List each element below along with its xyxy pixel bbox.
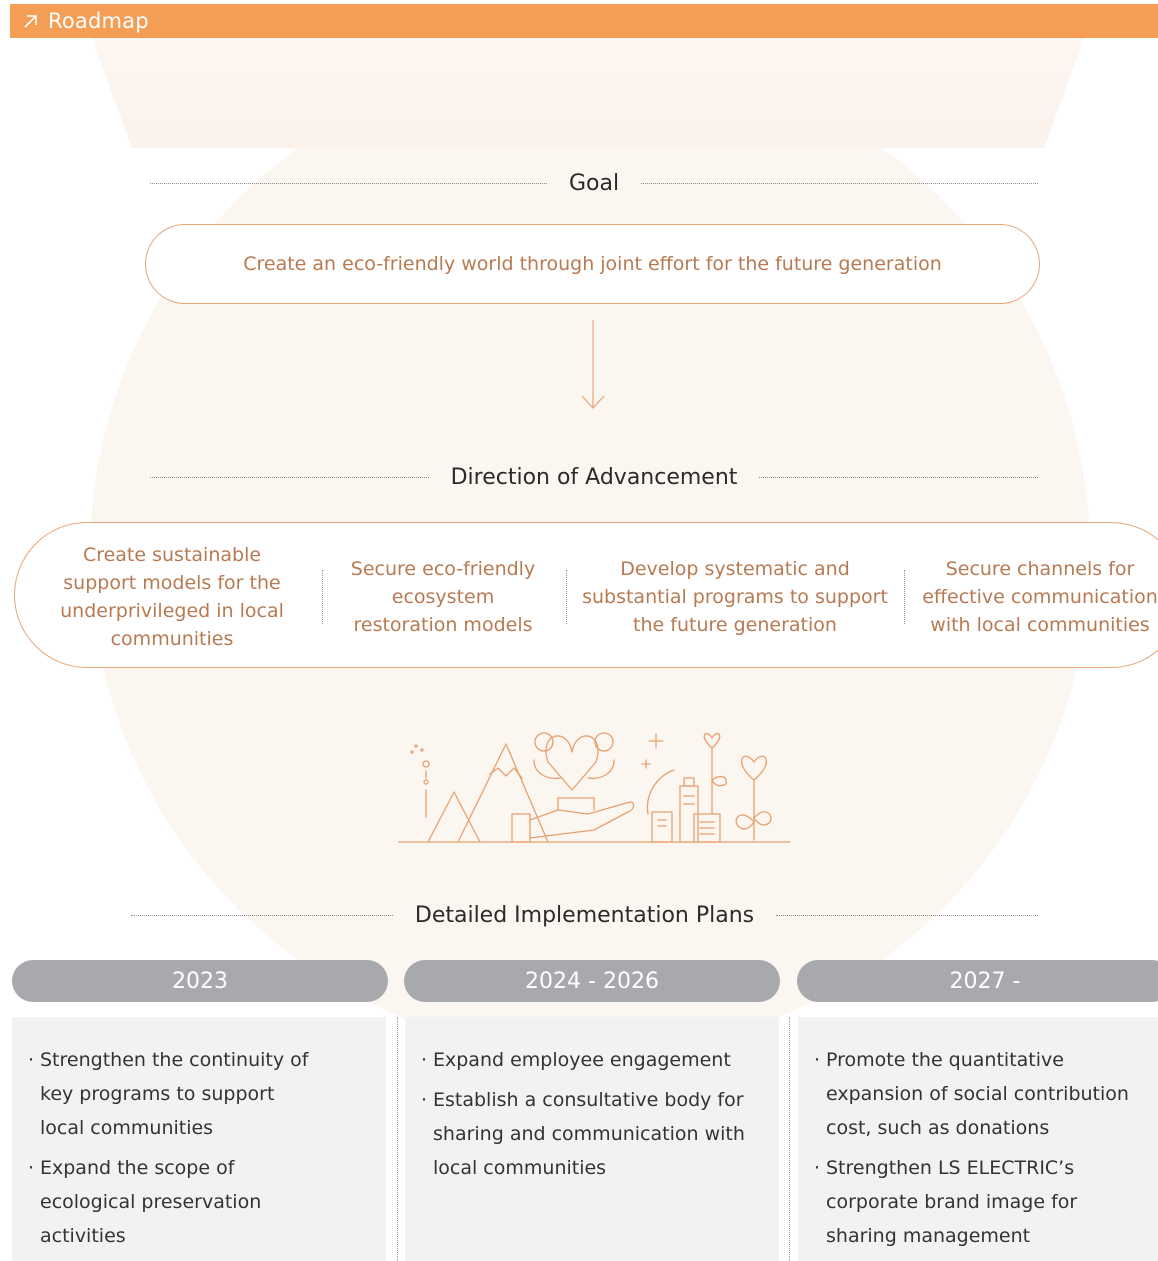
plan-box-2023: Strengthen the continuity of key program… [12,1017,386,1261]
direction-divider [566,570,567,624]
column-divider [397,1017,398,1261]
plans-heading-row: Detailed Implementation Plans [131,900,1038,930]
plan-item: Establish a consultative body for sharin… [405,1083,745,1185]
goal-pill: Create an eco-friendly world through joi… [145,224,1040,304]
direction-item-4: Secure channels for effective communicat… [922,558,1158,636]
down-arrow-icon [581,320,605,409]
direction-heading-row: Direction of Advancement [150,462,1039,492]
direction-divider [904,570,905,624]
year-pill-2027: 2027 - [797,960,1158,1002]
direction-pill [14,522,1158,668]
goal-text: Create an eco-friendly world through joi… [243,253,942,275]
plan-item: Expand employee engagement [405,1043,745,1077]
direction-divider [322,570,323,624]
direction-heading: Direction of Advancement [450,464,738,490]
column-divider [789,1017,790,1261]
header-bar: Roadmap [10,4,1158,38]
goal-heading: Goal [568,170,620,196]
header-title: Roadmap [48,9,149,33]
plans-heading: Detailed Implementation Plans [414,902,755,928]
goal-heading-row: Goal [150,168,1039,198]
year-pill-2023: 2023 [12,960,388,1002]
plan-item: Promote the quantitative expansion of so… [798,1043,1148,1145]
plan-box-2024-2026: Expand employee engagement Establish a c… [405,1017,779,1261]
background-funnel [92,38,1084,148]
arrow-up-right-icon [24,15,37,28]
plan-item: Expand the scope of ecological preservat… [12,1151,322,1253]
direction-item-1: Create sustainable support models for th… [60,544,284,650]
community-ecology-illustration [398,732,790,843]
plan-item: Strengthen LS ELECTRIC’s corporate brand… [798,1151,1148,1253]
year-pill-2024-2026: 2024 - 2026 [404,960,780,1002]
plan-box-2027: Promote the quantitative expansion of so… [798,1017,1158,1261]
plan-item: Strengthen the continuity of key program… [12,1043,322,1145]
direction-item-3: Develop systematic and substantial progr… [582,558,888,636]
direction-item-2: Secure eco-friendly ecosystem restoratio… [350,558,536,636]
